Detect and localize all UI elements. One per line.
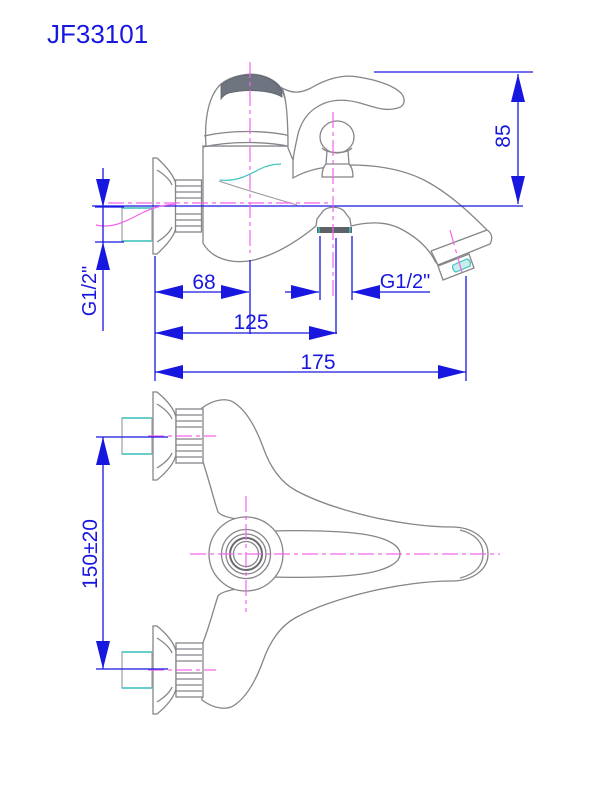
side-view: 68 G1/2" 125 175 85 <box>79 62 533 381</box>
extension-lines <box>154 236 467 381</box>
eccentric-connector <box>121 207 153 242</box>
aerator-collar <box>430 229 488 266</box>
inlet-thread-label: G1/2" <box>79 266 101 316</box>
model-number: JF33101 <box>47 19 148 49</box>
handle-cap <box>220 74 283 101</box>
handle-lever <box>280 75 405 163</box>
dimension-125: 125 <box>155 311 337 340</box>
dim-150-label: 150±20 <box>79 519 102 589</box>
arrowhead <box>155 326 183 340</box>
shower-thread-label: G1/2" <box>380 271 430 293</box>
dim-175-label: 175 <box>300 351 335 374</box>
dimension-inlet-thread: G1/2" <box>79 168 124 331</box>
arrowhead <box>309 326 337 340</box>
dimension-175: 175 <box>155 351 466 379</box>
arrowhead <box>96 437 110 465</box>
diverter-neck <box>321 147 353 165</box>
dim-85-label: 85 <box>492 124 515 147</box>
plan-body-outline <box>201 399 489 709</box>
handle-collar-lines <box>202 130 293 148</box>
dim-68-label: 68 <box>192 271 215 294</box>
arrowhead <box>96 641 110 669</box>
lower-inlet-assembly <box>121 625 204 715</box>
shower-outlet-face <box>317 227 352 233</box>
aerator-insert <box>452 258 471 273</box>
diverter-knob <box>319 120 355 154</box>
wall-flange-inner-lines <box>156 169 173 243</box>
dimension-shower-thread: G1/2" <box>285 271 430 299</box>
arrowhead <box>96 179 110 207</box>
dimension-68: 68 <box>155 271 249 299</box>
arrowhead <box>96 242 110 270</box>
body-axis-curve <box>219 163 282 181</box>
eccentric-connector-edges <box>122 207 152 242</box>
arrowhead <box>221 285 249 299</box>
arrowhead <box>155 365 183 379</box>
connection-nut-threads <box>176 185 201 227</box>
diverter-base <box>321 163 354 178</box>
dimension-85: 85 <box>374 71 533 204</box>
eccentric-connector <box>121 651 153 689</box>
dimension-150: 150±20 <box>79 436 168 670</box>
arrowhead <box>511 176 525 204</box>
arrowhead <box>511 74 525 102</box>
aerator-centerline <box>449 229 464 277</box>
plan-view: 150±20 <box>79 391 500 715</box>
arrowhead <box>155 285 183 299</box>
shower-outlet-thread-marks <box>318 227 351 233</box>
dim-125-label: 125 <box>233 311 268 334</box>
arrowhead <box>438 365 466 379</box>
eccentric-axis-curve <box>95 203 177 227</box>
eccentric-connector <box>121 417 153 455</box>
arrowhead <box>352 285 380 299</box>
arrowhead <box>291 285 319 299</box>
